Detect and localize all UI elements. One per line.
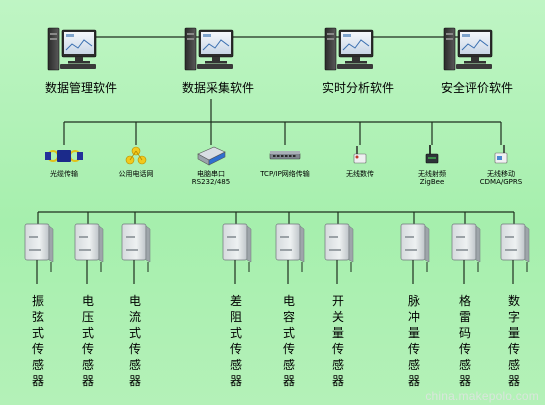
desktop-computer-icon xyxy=(184,27,234,71)
sensor-label: 脉冲量传感器 xyxy=(408,293,420,388)
sensor-digital: 数字量传感器 xyxy=(500,212,530,388)
sensor-box-icon xyxy=(400,223,430,263)
transmission-fiber: 光缆传输 xyxy=(45,122,83,178)
transmission-phone: 公用电话网 xyxy=(119,122,154,178)
sensor-box-icon xyxy=(275,223,305,263)
sensor-label: 振弦式传感器 xyxy=(32,294,44,388)
sensor-gray-code: 格雷码传感器 xyxy=(451,212,481,388)
sensor-pulse: 脉冲量传感器 xyxy=(400,212,430,388)
telephone-network-icon xyxy=(125,146,147,165)
sensor-label: 差阻式传感器 xyxy=(230,294,242,388)
sensor-box-icon xyxy=(222,223,252,263)
sensor-vibrating-wire: 振弦式传感器 xyxy=(24,212,54,388)
sensor-capacitive: 电容式传感器 xyxy=(275,212,305,388)
transmission-label: 光缆传输 xyxy=(50,169,78,178)
transmission-label: 无线移动 xyxy=(487,169,515,178)
sensor-label: 电容式传感器 xyxy=(283,294,295,388)
transmission-wireless: 无线数传 xyxy=(346,122,374,178)
sensor-box-icon xyxy=(24,223,54,263)
sensor-box-icon xyxy=(74,223,104,263)
sensor-label: 开关量传感器 xyxy=(332,294,344,388)
sensor-label: 数字量传感器 xyxy=(508,293,520,388)
sensor-box-icon xyxy=(324,223,354,263)
desktop-computer-icon xyxy=(47,27,97,71)
serial-port-icon xyxy=(197,146,226,166)
computer-realtime-analysis: 实时分析软件 xyxy=(322,27,394,95)
transmission-label: RS232/485 xyxy=(192,178,230,186)
transmission-tcpip: TCP/IP网络传输 xyxy=(259,122,310,178)
sensor-box-icon xyxy=(121,223,151,263)
sensor-label: 格雷码传感器 xyxy=(459,293,471,388)
sensor-box-icon xyxy=(500,223,530,263)
mobile-modem-icon xyxy=(494,145,508,164)
computer-label: 实时分析软件 xyxy=(322,80,394,95)
zigbee-radio-icon xyxy=(425,145,439,164)
computer-data-management: 数据管理软件 xyxy=(45,27,117,95)
wireless-radio-icon xyxy=(353,146,367,164)
sensor-current: 电流式传感器 xyxy=(121,212,151,388)
transmission-label: 无线射频 xyxy=(418,169,446,178)
transmission-label: 公用电话网 xyxy=(119,169,154,178)
desktop-computer-icon xyxy=(443,27,493,71)
network-switch-icon xyxy=(269,151,301,160)
sensor-piezo: 电压式传感器 xyxy=(74,212,104,388)
computer-safety-evaluation: 安全评价软件 xyxy=(441,27,513,95)
transmission-label: 无线数传 xyxy=(346,169,374,178)
sensor-differential-resistance: 差阻式传感器 xyxy=(222,212,252,388)
transmission-label: TCP/IP网络传输 xyxy=(259,169,310,178)
sensor-label: 电流式传感器 xyxy=(129,294,141,388)
desktop-computer-icon xyxy=(324,27,374,71)
sensor-label: 电压式传感器 xyxy=(82,294,94,388)
computer-label: 数据采集软件 xyxy=(182,80,254,95)
transmission-label: ZigBee xyxy=(420,178,445,186)
computer-label: 安全评价软件 xyxy=(441,80,513,95)
sensor-box-icon xyxy=(451,223,481,263)
transmission-label: 电脑串口 xyxy=(197,169,225,178)
transmission-label: CDMA/GPRS xyxy=(480,178,523,186)
fiber-transmission-icon xyxy=(45,150,83,162)
sensor-switch: 开关量传感器 xyxy=(324,212,354,388)
computer-label: 数据管理软件 xyxy=(45,80,117,95)
computer-data-acquisition: 数据采集软件 xyxy=(182,27,254,95)
watermark-text: china.makepolo.com xyxy=(425,389,539,403)
